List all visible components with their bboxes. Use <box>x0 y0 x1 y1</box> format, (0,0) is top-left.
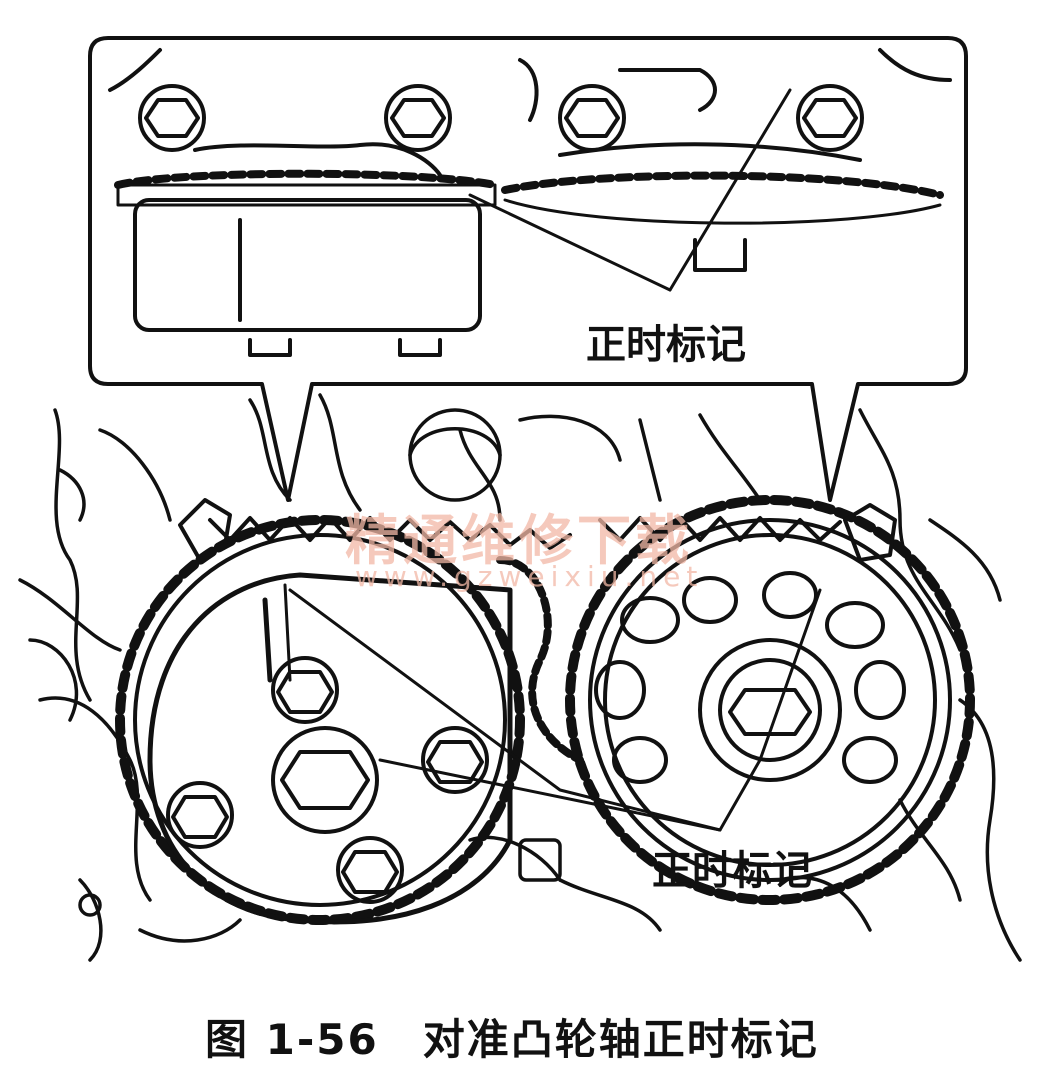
detail-left-gear <box>108 48 539 357</box>
figure-caption: 图 1-56 对准凸轮轴正时标记 <box>205 1015 819 1064</box>
bolt-top <box>271 656 339 724</box>
timing-mark-label-upper: 正时标记 <box>586 322 746 368</box>
watermark-title: 精通维修下载 <box>345 509 693 572</box>
chain-guide-blocks <box>178 498 897 562</box>
leader-lines <box>288 88 822 832</box>
timing-mark-label-lower: 正时标记 <box>652 848 812 894</box>
left-gear-bolts <box>166 656 489 904</box>
left-camshaft-gear <box>115 515 525 925</box>
right-camshaft-gear <box>565 495 975 905</box>
bolt-center <box>271 726 379 834</box>
bolt-right <box>421 726 489 794</box>
detail-callout <box>88 36 968 502</box>
bolt-left <box>166 781 234 849</box>
bolt-bottom <box>336 836 404 904</box>
engine-housing-lines <box>18 393 1022 962</box>
chain-teeth <box>208 516 842 764</box>
watermark-url: www.gzweixiu.net <box>355 560 704 593</box>
detail-right-gear <box>501 48 952 272</box>
